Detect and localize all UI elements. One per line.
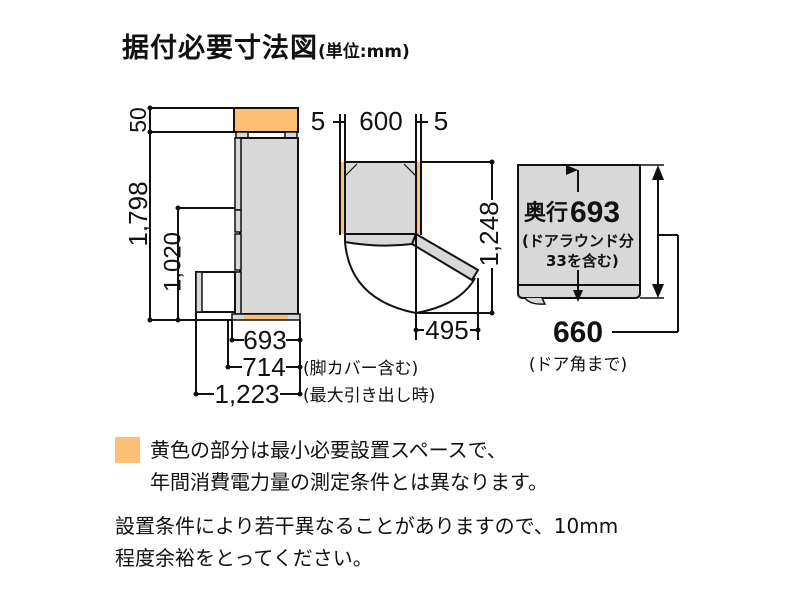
note-door-corner: (ドア角まで) — [529, 355, 627, 375]
dim-door-corner: 660 — [553, 316, 603, 349]
dim-door-swing: 495 — [425, 315, 468, 345]
dim-left-clearance: 5 — [311, 106, 325, 136]
dim-drawer-open: 1,223 — [214, 379, 279, 409]
dim-top-clearance: 50 — [125, 107, 151, 133]
dim-right-clearance: 5 — [434, 106, 448, 136]
dim-handle-height: 1,020 — [159, 232, 186, 292]
top-clearance-area — [233, 107, 299, 133]
dim-width: 600 — [359, 106, 402, 136]
footnote-line-1: 設置条件により若干異なることがありますので、10mm — [115, 514, 619, 538]
dim-depth-body: 693 — [243, 325, 286, 355]
side-depth-label: 奥行 — [524, 200, 568, 226]
side-view — [517, 164, 679, 333]
fridge-body — [239, 137, 299, 315]
note-leg-cover: (脚カバー含む) — [303, 359, 418, 379]
top-view — [333, 114, 493, 340]
side-depth-note-1: (ドアラウンド分 — [522, 232, 634, 250]
front-view — [149, 107, 301, 395]
title-unit: (単位:mm) — [318, 42, 410, 62]
title-main: 据付必要寸法図 — [122, 33, 318, 64]
dim-total-height: 1,798 — [123, 181, 153, 246]
footnote-line-2: 程度余裕をとってください。 — [115, 546, 373, 570]
dim-depth-leg-cover: 714 — [242, 352, 285, 382]
side-depth-note-2: 33を含む) — [546, 252, 619, 270]
legend-line-1: 黄色の部分は最小必要設置スペースで、 — [150, 438, 507, 462]
legend-text: 黄色の部分は最小必要設置スペースで、 年間消費電力量の測定条件とは異なります。 — [150, 434, 548, 498]
footnote: 設置条件により若干異なることがありますので、10mm 程度余裕をとってください。 — [115, 510, 618, 574]
dim-door-open-depth: 1,248 — [474, 201, 504, 266]
page-title: 据付必要寸法図(単位:mm) — [122, 32, 410, 69]
legend-line-2: 年間消費電力量の測定条件とは異なります。 — [150, 470, 548, 494]
side-depth-value: 693 — [570, 196, 620, 229]
legend-swatch-min-space — [115, 437, 140, 463]
note-drawer-open: (最大引き出し時) — [303, 386, 435, 406]
